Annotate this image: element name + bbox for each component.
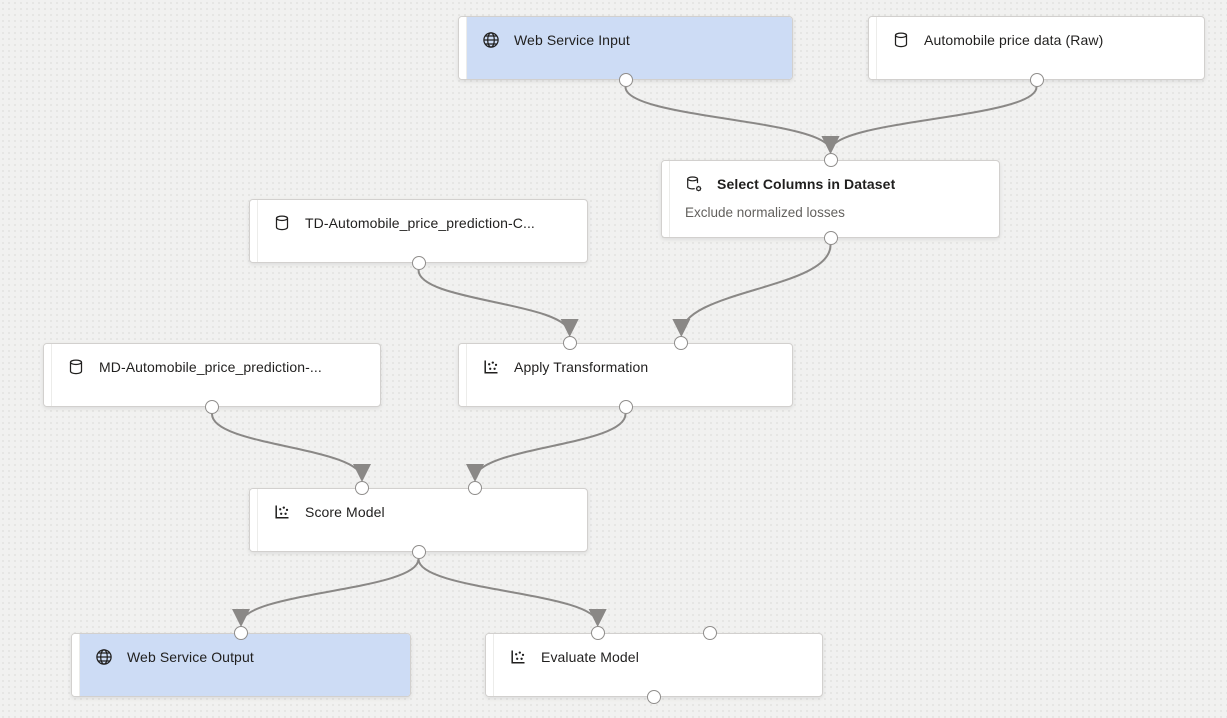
score-model-input-port-0[interactable] — [355, 481, 369, 495]
node-body: Apply Transformation — [467, 344, 792, 406]
node-title: Automobile price data (Raw) — [924, 32, 1104, 48]
evaluate-model-input-port-0[interactable] — [590, 626, 605, 640]
node-title: Score Model — [305, 504, 385, 520]
td-dataset-output-port-0[interactable] — [411, 256, 426, 270]
select-columns-input-port-0[interactable] — [823, 153, 838, 167]
apply-transformation-output-port-0[interactable] — [618, 400, 633, 414]
node-apply-transformation[interactable]: Apply Transformation — [458, 343, 793, 407]
node-title: Web Service Input — [514, 32, 630, 48]
node-accent — [250, 200, 258, 262]
node-body: MD-Automobile_price_prediction-... — [52, 344, 380, 406]
node-title: MD-Automobile_price_prediction-... — [99, 359, 322, 375]
database-icon — [67, 358, 85, 376]
node-accent — [72, 634, 80, 696]
edge-select-columns-to-apply-transformation — [672, 244, 832, 337]
node-td-dataset[interactable]: TD-Automobile_price_prediction-C... — [249, 199, 588, 263]
node-body: Web Service Input — [467, 17, 792, 79]
node-accent — [662, 161, 670, 237]
database-icon — [273, 214, 291, 232]
globe-icon — [95, 648, 113, 666]
node-title: Select Columns in Dataset — [717, 176, 896, 192]
md-dataset-output-port-0[interactable] — [205, 400, 219, 414]
node-web-service-output[interactable]: Web Service Output — [71, 633, 411, 697]
node-title: Apply Transformation — [514, 359, 649, 375]
score-model-input-port-1[interactable] — [468, 481, 482, 495]
node-body: Automobile price data (Raw) — [877, 17, 1204, 79]
scatter-plot-icon — [273, 503, 291, 521]
edge-md-dataset-to-score-model — [211, 413, 371, 482]
score-model-output-port-0[interactable] — [411, 545, 426, 559]
node-body: Web Service Output — [80, 634, 410, 696]
select-columns-output-port-0[interactable] — [823, 231, 838, 245]
node-title: Web Service Output — [127, 649, 254, 665]
edge-score-model-to-web-service-output — [232, 558, 420, 627]
node-accent — [250, 489, 258, 551]
database-icon — [892, 31, 910, 49]
apply-transformation-input-port-0[interactable] — [562, 336, 577, 350]
select-columns-icon — [685, 175, 703, 193]
node-body: TD-Automobile_price_prediction-C... — [258, 200, 587, 262]
edge-automobile-raw-to-select-columns — [821, 86, 1038, 154]
node-title: Evaluate Model — [541, 649, 639, 665]
apply-transformation-input-port-1[interactable] — [674, 336, 689, 350]
node-accent — [486, 634, 494, 696]
node-automobile-raw[interactable]: Automobile price data (Raw) — [868, 16, 1205, 80]
node-evaluate-model[interactable]: Evaluate Model — [485, 633, 823, 697]
node-md-dataset[interactable]: MD-Automobile_price_prediction-... — [43, 343, 381, 407]
scatter-plot-icon — [509, 648, 527, 666]
node-accent — [44, 344, 52, 406]
edge-score-model-to-evaluate-model — [417, 558, 607, 627]
node-comment: Exclude normalized losses — [685, 205, 845, 220]
edge-td-dataset-to-apply-transformation — [417, 269, 579, 337]
evaluate-model-output-port-0[interactable] — [647, 690, 661, 704]
node-accent — [459, 17, 467, 79]
node-accent — [459, 344, 467, 406]
node-score-model[interactable]: Score Model — [249, 488, 588, 552]
node-body: Evaluate Model — [494, 634, 822, 696]
web-service-input-output-port-0[interactable] — [618, 73, 633, 87]
evaluate-model-input-port-1[interactable] — [703, 626, 718, 640]
node-title: TD-Automobile_price_prediction-C... — [305, 215, 535, 231]
globe-icon — [482, 31, 500, 49]
automobile-raw-output-port-0[interactable] — [1029, 73, 1044, 87]
node-web-service-input[interactable]: Web Service Input — [458, 16, 793, 80]
edge-apply-transformation-to-score-model — [466, 413, 627, 482]
web-service-output-input-port-0[interactable] — [234, 626, 248, 640]
edge-web-service-input-to-select-columns — [624, 86, 840, 154]
scatter-plot-icon — [482, 358, 500, 376]
node-accent — [869, 17, 877, 79]
node-body: Score Model — [258, 489, 587, 551]
